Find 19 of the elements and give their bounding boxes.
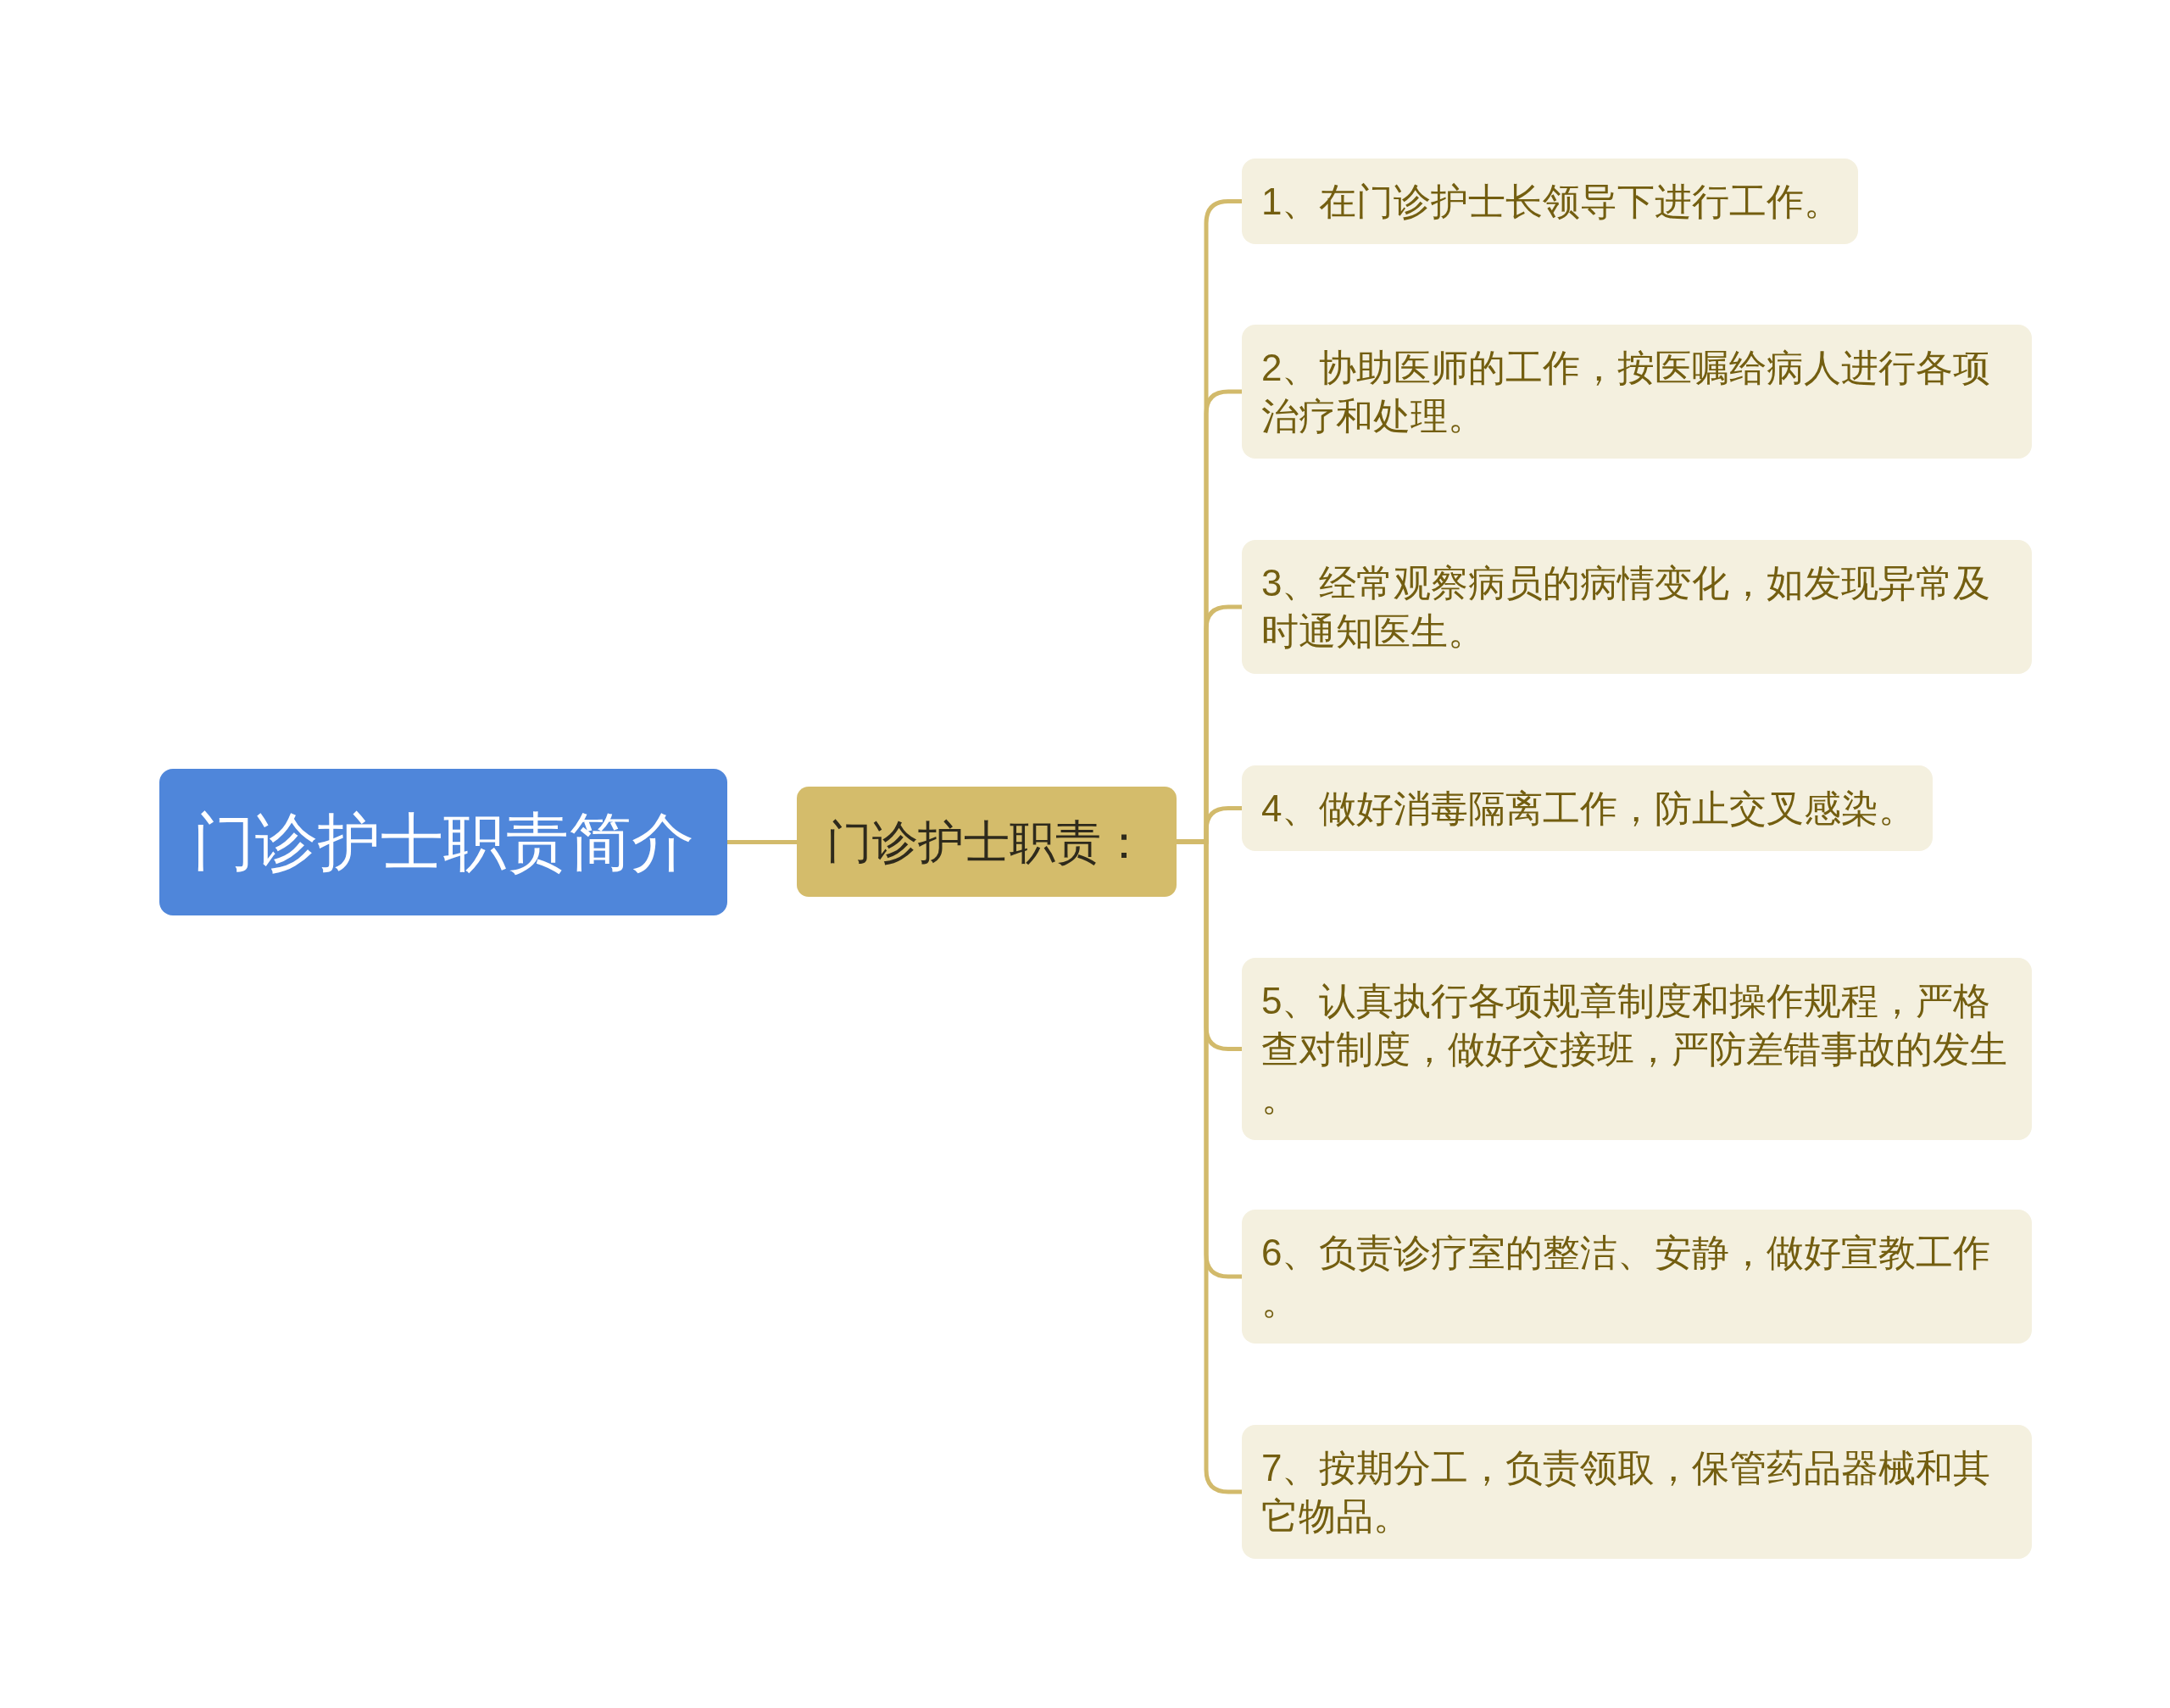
duty-item-box: [1242, 1210, 2032, 1344]
duty-item-box: [1242, 540, 2032, 674]
branch-topic-box: [797, 787, 1177, 897]
duty-item-box: [1242, 958, 2032, 1140]
branch-topic-text: 门诊护士职责：: [826, 815, 1147, 869]
duty-item-text: 2、协助医师的工作，按医嘱给病人进行各项治疗和处理。: [1261, 346, 1992, 438]
duty-item-text: 6、负责诊疗室的整洁、安静，做好宣教工作。: [1261, 1231, 1992, 1323]
duty-item-text: 4、做好消毒隔离工作，防止交叉感染。: [1261, 787, 1917, 831]
connector-line: [727, 840, 797, 844]
duty-item-box: [1242, 765, 1934, 851]
central-topic-text: 门诊护士职责简介: [192, 805, 694, 879]
duty-item-text: 5、认真执行各项规章制度和操作规程，严格查对制度，做好交接班，严防差错事故的发生。: [1261, 979, 2008, 1120]
duty-item-text: 1、在门诊护士长领导下进行工作。: [1261, 180, 1842, 224]
duty-item-text: 7、按期分工，负责领取，保管药品器械和其它物品。: [1261, 1446, 1992, 1538]
duty-item-box: [1242, 325, 2032, 459]
central-topic-box: [159, 769, 727, 915]
duty-item-text: 3、经常观察病员的病情变化，如发现异常及时通知医生。: [1261, 561, 1992, 654]
duty-item-box: [1242, 1425, 2032, 1559]
duty-item-box: [1242, 159, 1859, 244]
